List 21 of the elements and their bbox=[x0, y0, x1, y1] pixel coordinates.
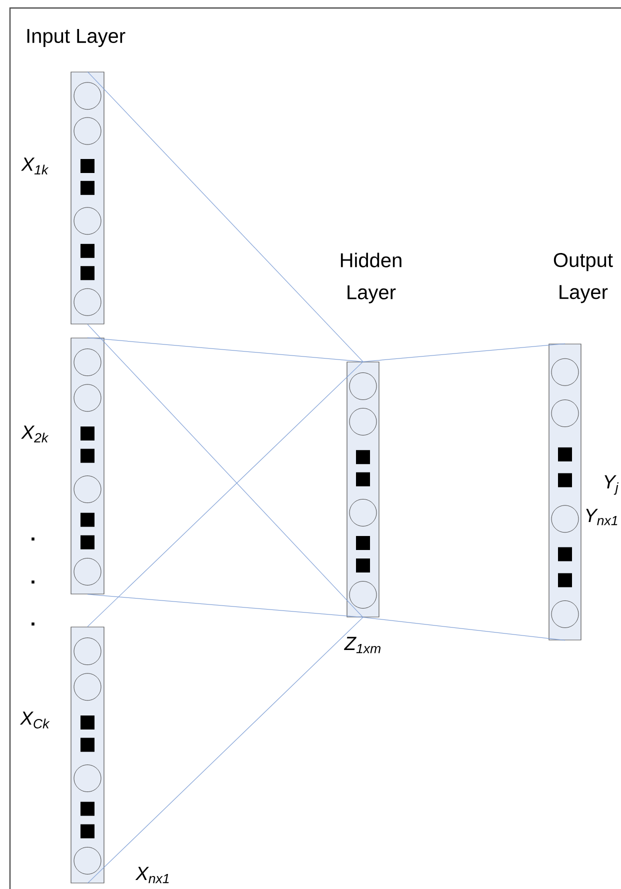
layer-heading: Hidden Layer bbox=[340, 252, 402, 304]
ellipsis-dot: . bbox=[32, 622, 34, 626]
layer-heading: Output Layer bbox=[554, 252, 613, 304]
ellipsis-dot: . bbox=[32, 580, 34, 584]
connection-line bbox=[362, 617, 566, 641]
connection-line bbox=[87, 617, 364, 884]
connection-line bbox=[87, 71, 364, 362]
connection-line bbox=[87, 594, 364, 618]
vector-label: X$_{nx1}$ bbox=[135, 866, 169, 884]
vector-label: X$_{1k}$ bbox=[21, 158, 49, 174]
connection-line bbox=[362, 343, 566, 362]
vector-label: Y$_{nx1}$ bbox=[586, 508, 618, 526]
panel-title: Input Layer bbox=[27, 29, 126, 47]
vector-label: Z$_{1xm}$ bbox=[344, 636, 380, 654]
connection-line bbox=[87, 337, 364, 362]
ellipsis-dot: . bbox=[32, 538, 34, 540]
connection-line bbox=[87, 324, 364, 618]
connection-line bbox=[87, 361, 364, 627]
vector-label: X$_{Ck}$ bbox=[20, 712, 50, 728]
vector-label: Y$_{j}$ bbox=[604, 475, 619, 495]
vector-label: X$_{2k}$ bbox=[21, 426, 49, 442]
